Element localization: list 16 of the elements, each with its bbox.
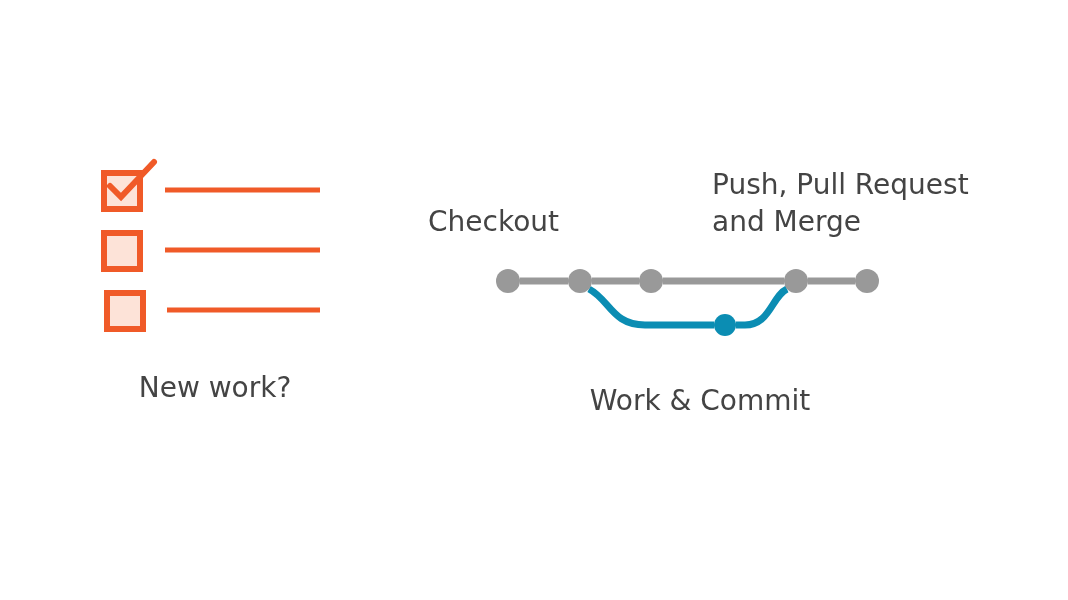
branch-line <box>520 277 568 285</box>
commit-dot <box>714 314 736 336</box>
commit-dot <box>855 269 879 293</box>
step-caption: Push, Pull Request and Merge <box>712 167 970 240</box>
commit-dot <box>784 269 808 293</box>
step-caption: Work & Commit <box>589 383 811 419</box>
branch-line <box>592 277 639 285</box>
commit-dot <box>568 269 592 293</box>
step-caption: Checkout <box>428 204 559 240</box>
commit-dot <box>639 269 663 293</box>
branch-line <box>587 286 714 329</box>
commit-dot <box>496 269 520 293</box>
branch-line <box>736 286 789 329</box>
icon-caption: New work? <box>138 370 292 406</box>
branch-line <box>663 277 784 285</box>
branch-line <box>808 277 855 285</box>
